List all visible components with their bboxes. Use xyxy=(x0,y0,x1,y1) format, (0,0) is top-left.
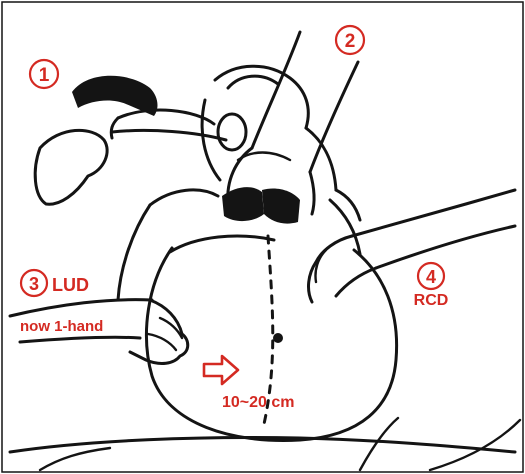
rcd-label: RCD xyxy=(414,292,449,309)
step-badge-3: 3 xyxy=(21,270,47,296)
svg-text:4: 4 xyxy=(426,267,436,287)
right-arrow-outline-icon xyxy=(204,356,238,384)
lud-label: LUD xyxy=(52,275,89,295)
svg-text:1: 1 xyxy=(39,65,50,86)
step-badge-4: 4 xyxy=(418,263,444,289)
umbilicus-marker xyxy=(273,333,283,343)
device-1 xyxy=(35,76,246,204)
step-badge-2: 2 xyxy=(336,26,364,54)
distance-label: 10~20 cm xyxy=(222,394,295,411)
step-badge-1: 1 xyxy=(30,60,58,88)
hand-2 xyxy=(222,32,358,224)
hand-4 xyxy=(309,190,515,302)
svg-text:3: 3 xyxy=(29,274,39,294)
bed xyxy=(10,418,520,470)
patient-head xyxy=(202,66,336,190)
svg-text:2: 2 xyxy=(345,31,356,52)
one-hand-note: now 1-hand xyxy=(20,318,103,335)
